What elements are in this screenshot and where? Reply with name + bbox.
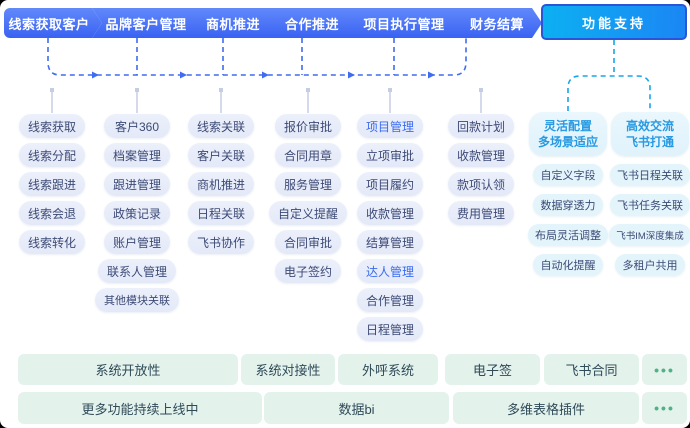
feature-pill: 客户关联 [187, 143, 254, 167]
feature-pill: 电子签约 [274, 259, 341, 283]
support-pill: 布局灵活调整 [528, 224, 608, 246]
feature-pill: 档案管理 [103, 143, 170, 167]
column-lead-acquisition: 线索获取 线索分配 线索跟进 线索会退 线索转化 [12, 114, 92, 254]
flow-step-brand-customer: 品牌客户管理 [92, 8, 198, 38]
feature-pill: 服务管理 [274, 172, 341, 196]
feature-pill-highlight: 项目管理 [356, 114, 423, 138]
support-pill: 飞书IM深度集成 [609, 224, 690, 246]
feature-pill-highlight: 达人管理 [356, 259, 423, 283]
feature-pill: 商机推进 [187, 172, 254, 196]
support-header-line: 高效交流 [625, 119, 674, 133]
feature-pill: 日程管理 [356, 317, 423, 341]
bottom-box-outbound-call: 外呼系统 [338, 354, 438, 385]
feature-pill: 线索跟进 [18, 172, 85, 196]
bottom-box-system-docking: 系统对接性 [241, 354, 335, 385]
column-project-execution: 项目管理 立项审批 项目履约 收款管理 结算管理 达人管理 合作管理 日程管理 [350, 114, 430, 341]
flow-step-project-execution: 项目执行管理 [344, 8, 462, 38]
feature-pill: 自定义提醒 [268, 201, 347, 225]
flow-step-finance: 财务结算 [450, 8, 542, 38]
flow-step-opportunity: 商机推进 [186, 8, 278, 38]
support-pill: 多租户共用 [615, 254, 685, 276]
feature-pill: 结算管理 [356, 230, 423, 254]
flow-step-cooperation: 合作推进 [266, 8, 356, 38]
feature-pill: 款项认领 [447, 172, 514, 196]
support-pill: 飞书日程关联 [610, 164, 690, 186]
support-group-feishu-integration: 高效交流 飞书打通 飞书日程关联 飞书任务关联 飞书IM深度集成 多租户共用 [609, 112, 690, 276]
support-group-header: 高效交流 飞书打通 [611, 112, 689, 156]
support-header-line: 多场景适应 [537, 135, 598, 149]
feature-pill: 飞书协作 [187, 230, 254, 254]
support-header-line: 飞书打通 [625, 135, 674, 149]
feature-pill: 线索获取 [18, 114, 85, 138]
feature-pill: 线索转化 [18, 230, 85, 254]
support-pill: 飞书任务关联 [610, 194, 690, 216]
support-group-flexible-config: 灵活配置 多场景适应 自定义字段 数据穿透力 布局灵活调整 自动化提醒 [528, 112, 608, 276]
feature-pill: 费用管理 [447, 201, 514, 225]
bottom-box-data-bi: 数据bi [264, 392, 449, 424]
bottom-box-feishu-contract: 飞书合同 [544, 354, 639, 385]
feature-pill: 客户360 [104, 114, 170, 138]
support-header-button: 功能支持 [541, 4, 687, 40]
bottom-box-e-signature: 电子签 [445, 354, 540, 385]
feature-pill: 账户管理 [103, 230, 170, 254]
feature-pill: 合同审批 [274, 230, 341, 254]
support-pill: 自动化提醒 [533, 254, 603, 276]
feature-pill: 线索分配 [18, 143, 85, 167]
feature-pill: 跟进管理 [103, 172, 170, 196]
bottom-box-bitable-plugin: 多维表格插件 [453, 392, 639, 424]
column-cooperation-advance: 报价审批 合同用章 服务管理 自定义提醒 合同审批 电子签约 [264, 114, 352, 283]
feature-pill: 收款管理 [447, 143, 514, 167]
column-opportunity-advance: 线索关联 客户关联 商机推进 日程关联 飞书协作 [181, 114, 261, 254]
feature-pill: 合同用章 [274, 143, 341, 167]
feature-pill: 日程关联 [187, 201, 254, 225]
feature-pill: 回款计划 [447, 114, 514, 138]
support-group-header: 灵活配置 多场景适应 [529, 112, 607, 156]
feature-pill: 立项审批 [356, 143, 423, 167]
bottom-box-system-openness: 系统开放性 [18, 354, 238, 385]
feature-pill: 报价审批 [274, 114, 341, 138]
column-finance-settlement: 回款计划 收款管理 款项认领 费用管理 [441, 114, 521, 225]
feature-pill: 线索会退 [18, 201, 85, 225]
more-dots-icon: ••• [642, 392, 687, 424]
feature-pill: 联系人管理 [97, 259, 176, 283]
bottom-box-more-features: 更多功能持续上线中 [18, 392, 262, 424]
support-header-line: 灵活配置 [543, 119, 592, 133]
feature-pill: 政策记录 [103, 201, 170, 225]
flow-step-lead-acquisition: 线索获取客户 [4, 8, 102, 38]
more-dots-icon: ••• [642, 354, 687, 385]
column-brand-customer: 客户360 档案管理 跟进管理 政策记录 账户管理 联系人管理 其他模块关联 [95, 114, 179, 312]
support-pill: 数据穿透力 [533, 194, 603, 216]
feature-pill: 其他模块关联 [95, 288, 179, 312]
feature-pill: 合作管理 [356, 288, 423, 312]
support-pill: 自定义字段 [533, 164, 603, 186]
feature-pill: 线索关联 [187, 114, 254, 138]
feature-pill: 项目履约 [356, 172, 423, 196]
feature-pill: 收款管理 [356, 201, 423, 225]
